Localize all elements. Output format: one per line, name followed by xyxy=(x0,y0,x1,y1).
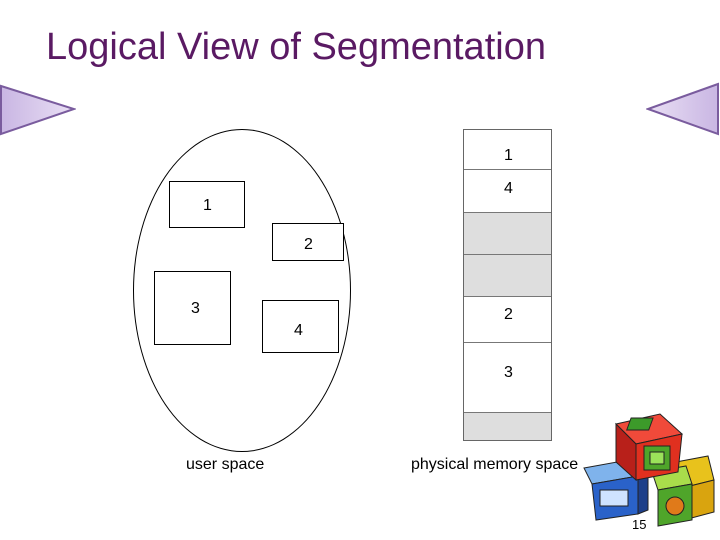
memory-block-4: 4 xyxy=(464,170,551,213)
user-segment-2: 2 xyxy=(272,223,344,261)
user-segment-label: 1 xyxy=(203,197,212,214)
memory-block-label: 4 xyxy=(504,180,513,197)
user-segment-3: 3 xyxy=(154,271,231,345)
user-segment-label: 4 xyxy=(294,322,303,339)
physical-memory-label: physical memory space xyxy=(411,456,579,473)
memory-block-free xyxy=(464,413,551,440)
page-title: Logical View of Segmentation xyxy=(46,26,546,68)
memory-block-label: 1 xyxy=(504,147,513,164)
memory-block-label: 3 xyxy=(504,364,513,381)
toy-blocks-icon xyxy=(583,413,715,527)
memory-block-3: 3 xyxy=(464,343,551,413)
user-segment-1: 1 xyxy=(169,181,245,228)
user-segment-label: 2 xyxy=(304,236,313,253)
memory-block-1: 1 xyxy=(464,130,551,170)
memory-block-2: 2 xyxy=(464,297,551,343)
page-number: 15 xyxy=(632,517,647,532)
nav-next-triangle-icon[interactable] xyxy=(646,82,720,136)
user-segment-4: 4 xyxy=(262,300,339,353)
memory-block-free xyxy=(464,255,551,297)
physical-memory-column: 1 4 2 3 xyxy=(463,129,552,441)
memory-block-free xyxy=(464,213,551,255)
nav-prev-triangle-icon[interactable] xyxy=(0,84,76,136)
memory-block-label: 2 xyxy=(504,306,513,323)
user-space-label: user space xyxy=(186,456,265,473)
user-segment-label: 3 xyxy=(191,300,200,317)
